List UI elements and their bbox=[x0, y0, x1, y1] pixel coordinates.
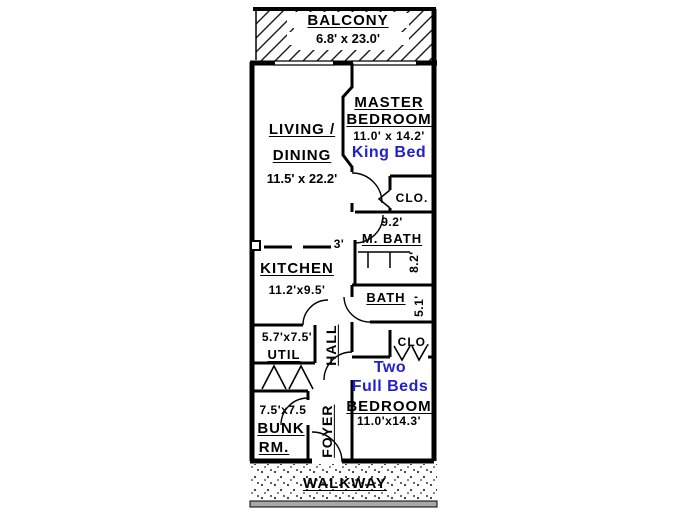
master-bath-width-dimension: 9.2' bbox=[381, 215, 403, 229]
door-arcs bbox=[280, 172, 384, 463]
bunk-room-label-line2: RM. bbox=[258, 439, 290, 456]
master-closet-fold-door bbox=[377, 189, 391, 209]
walkway-edge-band bbox=[249, 500, 438, 508]
kitchen-door-arc bbox=[302, 299, 329, 326]
master-bedroom-label-line1: MASTER bbox=[354, 94, 424, 111]
bath-label: BATH bbox=[366, 290, 406, 305]
interior-walls bbox=[252, 63, 434, 461]
master-door-arc bbox=[351, 172, 383, 204]
entry-door-arc bbox=[311, 431, 343, 463]
bunk-door-arc bbox=[280, 397, 309, 426]
master-bath-door-arc bbox=[354, 214, 384, 244]
bath-door-arc bbox=[343, 296, 371, 323]
pass-through-opening bbox=[250, 240, 331, 251]
bifold-doors bbox=[261, 189, 428, 390]
util-dimension: 5.7'x7.5' bbox=[261, 330, 313, 344]
bedroom2-label: BEDROOM bbox=[346, 398, 432, 415]
bedroom2-bed-note-line1: Two bbox=[373, 359, 407, 376]
walkway-label: WALKWAY bbox=[303, 475, 387, 492]
bath-dimension: 5.1' bbox=[411, 295, 426, 317]
living-dining-dimension: 11.5' x 22.2' bbox=[266, 171, 338, 186]
living-dining-label-line1: LIVING / bbox=[268, 121, 336, 138]
bedroom2-dimension: 11.0'x14.3' bbox=[357, 414, 421, 428]
master-closet-label: CLO. bbox=[395, 191, 429, 205]
balcony-label: BALCONY bbox=[287, 13, 409, 28]
master-bedroom-label-line2: BEDROOM bbox=[346, 111, 432, 128]
balcony-dimension: 6.8' x 23.0' bbox=[287, 32, 409, 45]
bunk-room-dimension: 7.5'x7.5 bbox=[259, 403, 307, 417]
kitchen-label: KITCHEN bbox=[260, 260, 334, 277]
util-label: UTIL bbox=[267, 347, 301, 362]
outer-walls bbox=[249, 7, 437, 464]
bunk-room-label-line1: BUNK bbox=[257, 420, 305, 437]
master-bedroom-dimension: 11.0' x 14.2' bbox=[353, 129, 425, 143]
master-bath-label: M. BATH bbox=[361, 231, 423, 246]
kitchen-dimension: 11.2'x9.5' bbox=[268, 283, 326, 297]
pass-through-dimension: 3' bbox=[333, 237, 345, 251]
closet2-label: CLO. bbox=[397, 335, 431, 349]
util-fold-doors bbox=[261, 364, 314, 390]
hall-label: HALL bbox=[322, 324, 339, 366]
living-dining-label-line2: DINING bbox=[272, 147, 332, 164]
master-bed-note: King Bed bbox=[351, 144, 427, 161]
bath-fixtures bbox=[358, 251, 410, 268]
master-bath-depth-dimension: 8.2' bbox=[406, 251, 421, 273]
walkway-stipple bbox=[250, 464, 437, 500]
foyer-label: FOYER bbox=[318, 404, 335, 458]
closet2-fold-doors bbox=[393, 345, 428, 362]
bedroom2-door-arc bbox=[323, 351, 353, 381]
bedroom2-bed-note-line2: Full Beds bbox=[351, 378, 429, 395]
